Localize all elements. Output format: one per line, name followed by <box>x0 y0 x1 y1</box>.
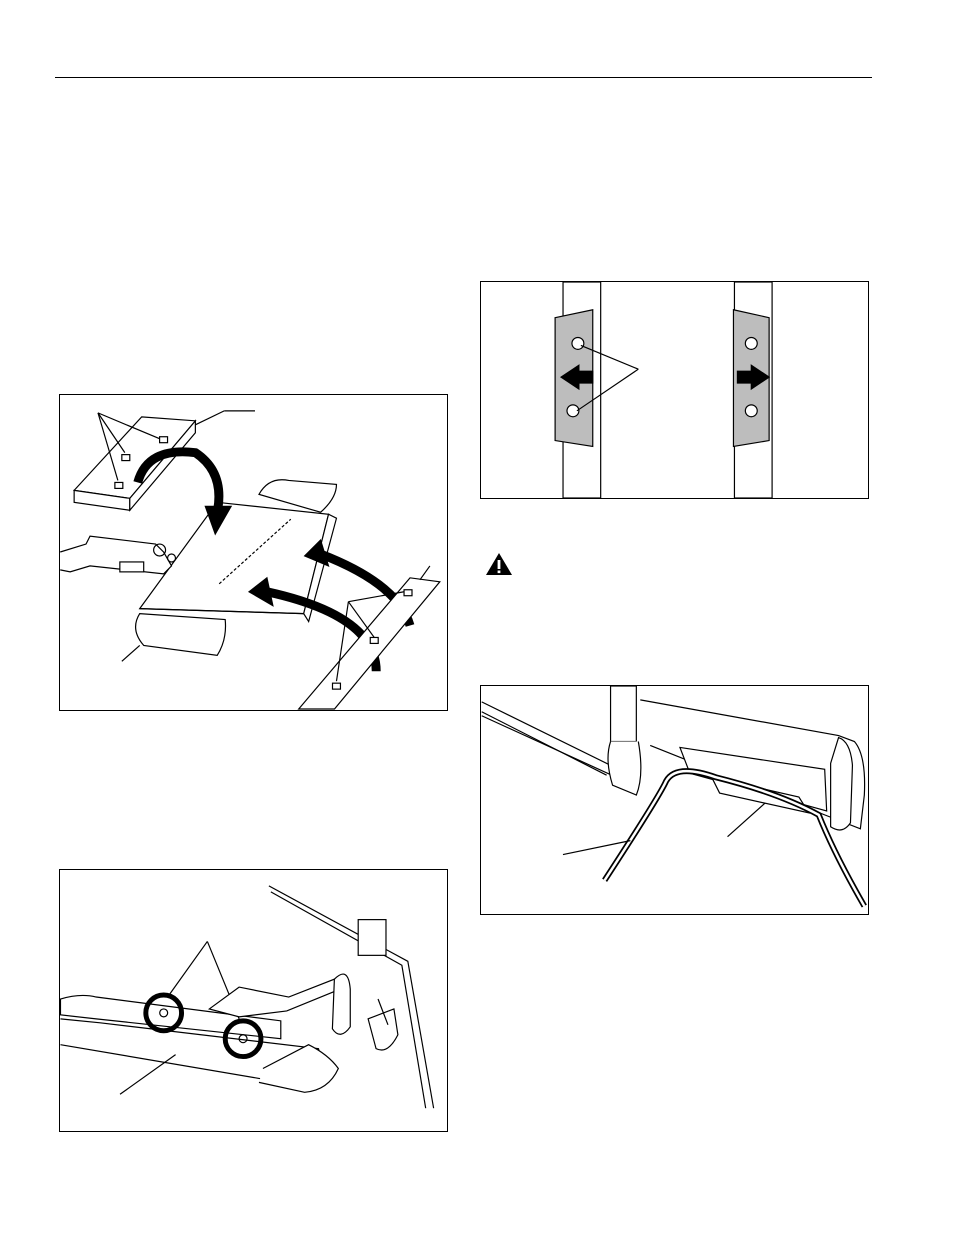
bracket-adjust-illustration <box>481 282 868 498</box>
header-rule <box>55 77 872 78</box>
tray-mount-illustration <box>60 870 447 1131</box>
figure-tray-mount-holes <box>59 869 448 1132</box>
figure-keyboard-tray-assembly <box>59 394 448 711</box>
figure-bracket-adjust <box>480 281 869 499</box>
warning-triangle-icon <box>484 551 514 577</box>
tray-assembly-illustration <box>60 395 447 710</box>
cable-routing-illustration <box>481 686 868 914</box>
figure-cable-routing <box>480 685 869 915</box>
